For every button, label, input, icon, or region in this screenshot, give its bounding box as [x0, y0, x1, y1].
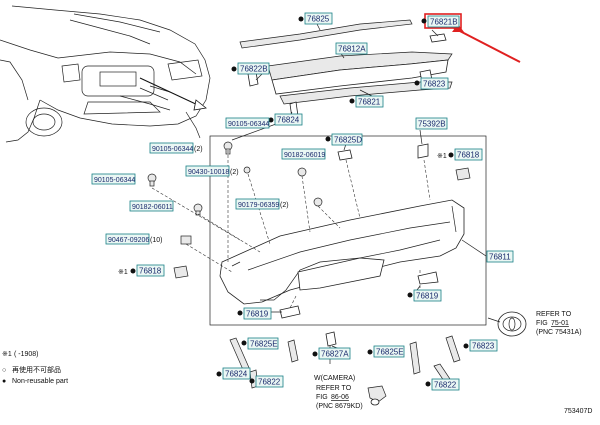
- svg-text:90430-10018: 90430-10018: [188, 169, 229, 176]
- part-tag-76811[interactable]: 76811: [486, 250, 514, 263]
- fastener-tag-90105-06344-low[interactable]: 90105-06344: [91, 173, 136, 185]
- svg-text:76822B: 76822B: [240, 65, 268, 74]
- part-tag-76819-bottom[interactable]: 76819: [237, 307, 272, 320]
- svg-text:76823: 76823: [472, 342, 495, 351]
- part-tag-76823-bottom[interactable]: 76823: [463, 339, 498, 352]
- svg-text:76819: 76819: [246, 310, 269, 319]
- reference-emblem: REFER TO FIG 75-01 (PNC 75431A): [536, 311, 582, 336]
- svg-text:※1: ※1: [437, 153, 447, 160]
- svg-text:90105-06344: 90105-06344: [94, 177, 135, 184]
- svg-text:76821: 76821: [358, 98, 381, 107]
- svg-text:76825D: 76825D: [334, 136, 362, 145]
- svg-text:REFER TO: REFER TO: [316, 385, 352, 392]
- svg-text:76822: 76822: [434, 381, 457, 390]
- svg-text:90182-06011: 90182-06011: [132, 204, 173, 211]
- svg-text:76821B: 76821B: [430, 18, 458, 27]
- part-tag-76825[interactable]: 76825: [298, 12, 333, 25]
- part-tag-76825E-right[interactable]: 76825E: [367, 345, 405, 358]
- svg-text:○: ○: [2, 367, 6, 374]
- svg-text:(PNC 8679KD): (PNC 8679KD): [316, 403, 363, 410]
- svg-text:76818: 76818: [457, 151, 480, 160]
- part-tag-76818-left[interactable]: ※1 76818: [118, 264, 165, 277]
- svg-text:※1: ※1: [2, 351, 12, 358]
- svg-text:76824: 76824: [277, 116, 300, 125]
- svg-text:FIG: FIG: [316, 394, 328, 401]
- part-tag-76825D[interactable]: 76825D: [325, 133, 363, 146]
- svg-text:76827A: 76827A: [321, 350, 349, 359]
- part-tag-76822-left[interactable]: 76822: [249, 375, 284, 388]
- part-tag-76812A[interactable]: 76812A: [335, 42, 368, 55]
- part-tag-76818-right[interactable]: ※1 76818: [437, 148, 483, 161]
- back-door-garnish: [151, 135, 487, 326]
- svg-text:( -1908): ( -1908): [14, 351, 39, 358]
- vehicle-rear-illustration: [0, 5, 211, 143]
- svg-text:76824: 76824: [225, 370, 248, 379]
- part-tag-76823-top[interactable]: 76823: [414, 77, 449, 90]
- svg-text:76825: 76825: [307, 15, 330, 24]
- svg-text:W(CAMERA): W(CAMERA): [314, 375, 355, 382]
- svg-text:76825E: 76825E: [376, 348, 404, 357]
- svg-text:76812A: 76812A: [338, 45, 366, 54]
- part-tag-76822B[interactable]: 76822B: [231, 62, 270, 75]
- part-tag-76821[interactable]: 76821: [349, 95, 384, 108]
- fig-75-01-link[interactable]: 75-01: [551, 320, 569, 327]
- fastener-tag-90105-06344-mid[interactable]: 90105-06344 (2): [149, 142, 203, 154]
- svg-text:●: ●: [2, 378, 6, 385]
- svg-text:75392B: 75392B: [418, 120, 446, 129]
- svg-text:76822: 76822: [258, 378, 281, 387]
- svg-text:76818: 76818: [139, 267, 162, 276]
- svg-text:REFER TO: REFER TO: [536, 311, 572, 318]
- fastener-tag-90467-09206[interactable]: 90467-09206 (10): [105, 233, 162, 245]
- svg-text:(2): (2): [280, 202, 289, 209]
- fastener-icons: [147, 141, 471, 279]
- svg-text:Non-reusable part: Non-reusable part: [12, 378, 68, 385]
- rear-spoiler-assembly: [239, 19, 453, 119]
- fastener-tag-90182-06011[interactable]: 90182-06011: [129, 200, 174, 212]
- svg-text:(PNC 75431A): (PNC 75431A): [536, 329, 582, 336]
- part-tag-76821B[interactable]: 76821B: [421, 15, 460, 28]
- fastener-tag-90179-06359[interactable]: 90179-06359 (2): [235, 198, 289, 210]
- fastener-tag-90430-10018[interactable]: 90430-10018 (2): [185, 165, 239, 177]
- emblem-icon: [497, 311, 527, 337]
- svg-text:FIG: FIG: [536, 320, 548, 327]
- part-tag-76827A[interactable]: 76827A: [312, 347, 351, 360]
- svg-text:76819: 76819: [416, 292, 439, 301]
- svg-text:※1: ※1: [118, 269, 128, 276]
- part-tag-75392B[interactable]: 75392B: [415, 117, 448, 130]
- svg-text:76825E: 76825E: [250, 340, 278, 349]
- svg-text:90179-06359: 90179-06359: [238, 202, 279, 209]
- svg-text:76811: 76811: [489, 253, 511, 262]
- diagram-id: 753407D: [564, 408, 592, 415]
- svg-text:76823: 76823: [423, 80, 446, 89]
- part-tag-76824-bottom[interactable]: 76824: [216, 367, 251, 380]
- svg-text:(10): (10): [150, 237, 162, 244]
- part-tag-76825E-left[interactable]: 76825E: [241, 337, 279, 350]
- fastener-tag-90182-06019[interactable]: 90182-06019: [281, 148, 326, 160]
- svg-text:753407D: 753407D: [564, 408, 592, 415]
- fastener-tag-90105-06344-top[interactable]: 90105-06344: [225, 117, 270, 129]
- svg-text:再使用不可部品: 再使用不可部品: [12, 365, 61, 374]
- svg-text:(2): (2): [230, 169, 239, 176]
- fig-86-06-link[interactable]: 86-06: [331, 394, 349, 401]
- legend: ※1 ( -1908) ○ 再使用不可部品 ● Non-reusable par…: [2, 351, 68, 385]
- svg-text:90105-06344: 90105-06344: [228, 121, 269, 128]
- svg-text:90182-06019: 90182-06019: [284, 152, 325, 159]
- svg-text:(2): (2): [194, 146, 203, 153]
- part-tag-76819-right[interactable]: 76819: [407, 289, 442, 302]
- reference-camera: W(CAMERA) REFER TO FIG 86-06 (PNC 8679KD…: [314, 375, 363, 410]
- part-tag-76822-right[interactable]: 76822: [425, 378, 460, 391]
- part-tag-76824-top[interactable]: 76824: [268, 113, 303, 126]
- svg-text:90105-06344: 90105-06344: [152, 146, 193, 153]
- svg-text:90467-09206: 90467-09206: [108, 237, 149, 244]
